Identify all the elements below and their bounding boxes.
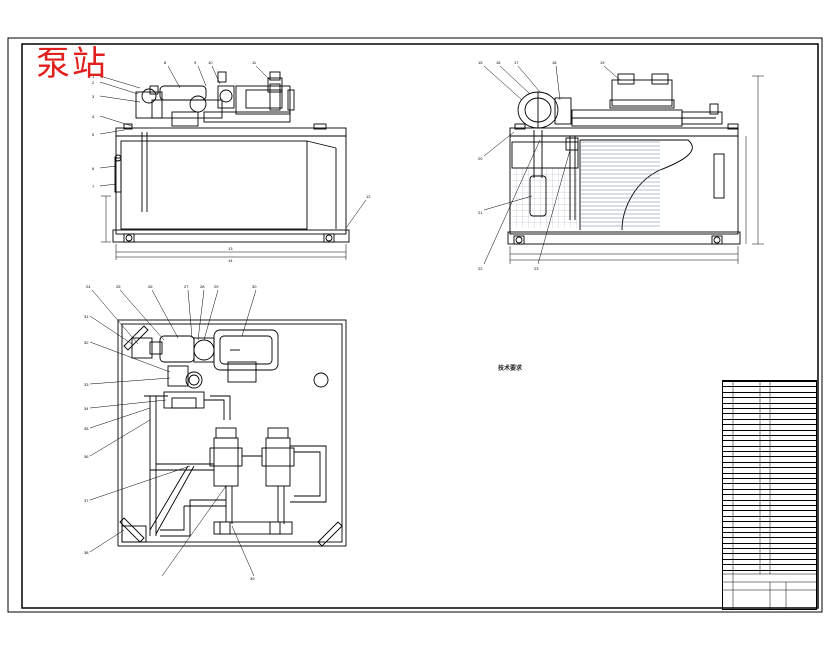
title-block-row — [723, 461, 816, 468]
balloon-7: 7 — [92, 184, 95, 189]
balloon-19: 19 — [600, 60, 605, 65]
title-block-row — [723, 397, 816, 403]
title-block-row — [723, 564, 816, 570]
stamp-label: 泵站 — [36, 44, 108, 84]
title-block-row — [723, 553, 816, 559]
balloon-10: 10 — [208, 60, 213, 65]
balloon-39: 39 — [250, 576, 255, 581]
balloon-28: 28 — [200, 284, 205, 289]
title-block-row — [723, 504, 816, 511]
balloon-26: 26 — [148, 284, 153, 289]
balloon-labels: 1 2 3 4 5 6 7 8 9 10 11 12 13 14 15 16 1… — [84, 60, 605, 581]
balloon-17: 17 — [514, 60, 519, 65]
title-block-row — [723, 569, 816, 576]
balloon-21: 21 — [478, 210, 483, 215]
balloon-30: 30 — [252, 284, 257, 289]
title-block-row — [723, 467, 816, 473]
balloon-6: 6 — [92, 166, 95, 171]
title-block-row — [723, 418, 816, 425]
title-block-row — [723, 483, 816, 489]
balloon-1: 1 — [92, 74, 95, 79]
title-block-row — [723, 429, 816, 436]
balloon-34: 34 — [84, 406, 89, 411]
balloon-20: 20 — [478, 156, 483, 161]
balloon-2: 2 — [92, 80, 95, 85]
title-block-row — [723, 488, 816, 495]
balloon-3: 3 — [92, 94, 95, 99]
balloon-36: 36 — [84, 454, 89, 459]
notes-title: 技术要求 — [498, 365, 523, 372]
balloon-15: 15 — [478, 60, 483, 65]
title-block-row — [723, 494, 816, 500]
title-block-row — [723, 407, 816, 414]
technical-notes: 技术要求 — [498, 363, 698, 376]
top-view — [117, 319, 347, 547]
balloon-5: 5 — [92, 132, 95, 137]
title-block-row — [723, 445, 816, 452]
title-block-row — [723, 510, 816, 516]
side-leaders — [483, 65, 621, 265]
title-block-row — [723, 558, 816, 565]
balloon-29: 29 — [214, 284, 219, 289]
title-block-row — [723, 424, 816, 430]
title-block-row — [723, 526, 816, 533]
title-block-row — [723, 413, 816, 419]
title-block-row — [723, 451, 816, 457]
balloon-37: 37 — [84, 498, 89, 503]
balloon-23: 23 — [534, 266, 539, 271]
front-leaders — [99, 65, 367, 229]
top-leaders — [89, 289, 257, 577]
balloon-24: 24 — [86, 284, 91, 289]
balloon-33: 33 — [84, 382, 89, 387]
title-block-row — [723, 386, 816, 392]
title-block-row — [723, 472, 816, 479]
balloon-11: 11 — [252, 60, 257, 65]
title-block-row — [723, 531, 816, 538]
balloon-18: 18 — [552, 60, 557, 65]
balloon-25: 25 — [116, 284, 121, 289]
title-block-row — [723, 499, 816, 506]
inner-frame — [21, 43, 819, 609]
balloon-31: 31 — [84, 314, 89, 319]
balloon-14: 14 — [228, 258, 233, 263]
title-block-row — [723, 391, 816, 398]
balloon-38: 38 — [84, 550, 89, 555]
title-block-row — [723, 402, 816, 409]
balloon-32: 32 — [84, 340, 89, 345]
balloon-35: 35 — [84, 426, 89, 431]
balloon-13: 13 — [228, 246, 233, 251]
title-block-row — [723, 381, 816, 387]
title-block-row — [723, 515, 816, 522]
title-block-row — [723, 478, 816, 484]
title-block-row — [723, 548, 816, 554]
title-block-row — [723, 434, 816, 441]
side-view — [507, 73, 764, 264]
balloon-22: 22 — [478, 266, 483, 271]
balloon-4: 4 — [92, 114, 95, 119]
balloon-8: 8 — [164, 60, 167, 65]
balloon-16: 16 — [496, 60, 501, 65]
title-block-row — [723, 521, 816, 527]
outer-border — [7, 37, 823, 613]
balloon-12: 12 — [366, 194, 371, 199]
title-block — [722, 380, 817, 610]
front-view — [101, 71, 350, 260]
title-block-row — [723, 537, 816, 543]
title-block-row — [723, 456, 816, 462]
balloon-27: 27 — [184, 284, 189, 289]
title-block-row — [723, 440, 816, 446]
balloon-9: 9 — [194, 60, 197, 65]
title-block-row — [723, 542, 816, 549]
